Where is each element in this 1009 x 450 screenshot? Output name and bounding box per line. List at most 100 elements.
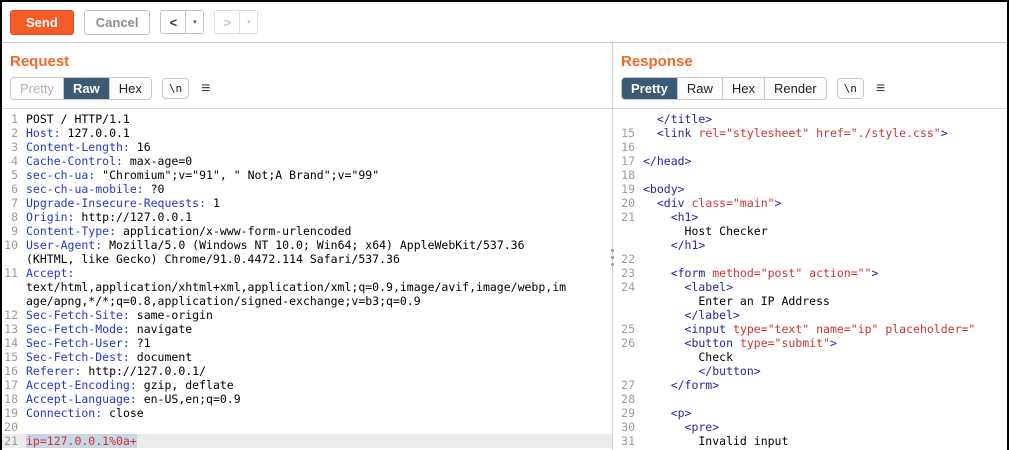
code-text: ip=127.0.0.1%0a+ — [26, 434, 137, 448]
tab-hex[interactable]: Hex — [721, 78, 764, 99]
line-number: 17 — [621, 154, 635, 168]
tab-pretty[interactable]: Pretty — [622, 78, 677, 99]
editor-line: age/apng,*/*;q=0.8,application/signed-ex… — [2, 294, 612, 308]
send-button[interactable]: Send — [10, 9, 74, 35]
line-number: 20 — [621, 196, 635, 210]
line-number: 27 — [621, 378, 635, 392]
response-editor-menu-button[interactable]: ≡ — [874, 79, 887, 97]
code-text: Origin: http://127.0.0.1 — [26, 210, 193, 224]
response-editor[interactable]: </title>15 <link rel="stylesheet" href="… — [613, 109, 1007, 448]
editor-line: 25 <input type="text" name="ip" placehol… — [613, 322, 1007, 336]
forward-button[interactable]: > — [215, 11, 240, 33]
line-number: 22 — [621, 252, 635, 266]
editor-line: (KHTML, like Gecko) Chrome/91.0.4472.114… — [2, 252, 612, 266]
editor-line: 16 — [613, 140, 1007, 154]
editor-line: 24 <label> — [613, 280, 1007, 294]
code-text: sec-ch-ua: "Chromium";v="91", " Not;A Br… — [26, 168, 380, 182]
code-text: <link rel="stylesheet" href="./style.css… — [643, 126, 948, 140]
line-number: 4 — [11, 154, 18, 168]
editor-line: 6 sec-ch-ua-mobile: ?0 — [2, 182, 612, 196]
line-number — [613, 308, 643, 322]
line-number — [2, 294, 26, 308]
code-text: Connection: close — [26, 406, 144, 420]
back-button[interactable]: < — [161, 11, 186, 33]
code-text: <button type="submit"> — [643, 336, 837, 350]
line-number — [613, 294, 643, 308]
line-number: 18 — [621, 168, 635, 182]
line-number: 20 — [4, 420, 18, 434]
code-text: sec-ch-ua-mobile: ?0 — [26, 182, 165, 196]
back-dropdown-button[interactable]: ▾ — [185, 11, 204, 33]
editor-line: Check — [613, 350, 1007, 364]
request-editor-menu-button[interactable]: ≡ — [199, 80, 212, 97]
line-number: 8 — [11, 210, 18, 224]
tab-render[interactable]: Render — [764, 78, 826, 99]
editor-line: 18 — [613, 168, 1007, 182]
line-number: 31 — [621, 434, 635, 448]
editor-line: Host Checker — [613, 224, 1007, 238]
line-number — [2, 280, 26, 294]
code-text: <div class="main"> — [643, 196, 782, 210]
tab-raw[interactable]: Raw — [676, 78, 722, 99]
editor-line: text/html,application/xhtml+xml,applicat… — [2, 280, 612, 294]
line-number: 12 — [4, 308, 18, 322]
tab-hex[interactable]: Hex — [108, 78, 151, 99]
editor-line: 26 <button type="submit"> — [613, 336, 1007, 350]
request-panel-title: Request — [10, 53, 70, 70]
hamburger-icon: ≡ — [875, 79, 886, 97]
editor-line: 29 <p> — [613, 406, 1007, 420]
editor-line: 19 Connection: close — [2, 406, 612, 420]
tab-raw[interactable]: Raw — [62, 78, 109, 99]
panel-splitter[interactable] — [609, 43, 616, 450]
cancel-button[interactable]: Cancel — [83, 9, 151, 35]
code-text: Invalid input — [643, 434, 789, 448]
toolbar: Send Cancel < ▾ > ▾ — [2, 2, 1007, 43]
code-text: </head> — [643, 154, 692, 168]
editor-line: </h1> — [613, 238, 1007, 252]
line-number: 11 — [4, 266, 18, 280]
forward-dropdown-button[interactable]: ▾ — [239, 11, 258, 33]
chevron-down-icon: ▾ — [247, 18, 251, 26]
editor-line: 18 Accept-Language: en-US,en;q=0.9 — [2, 392, 612, 406]
editor-line: 27 </form> — [613, 378, 1007, 392]
response-panel-title: Response — [621, 53, 693, 70]
line-number — [613, 238, 643, 252]
request-newline-toggle-button[interactable]: \n — [161, 78, 190, 99]
editor-line: 30 <pre> — [613, 420, 1007, 434]
code-text: Accept-Language: en-US,en;q=0.9 — [26, 392, 241, 406]
code-text: Host Checker — [643, 224, 768, 238]
code-text: Host: 127.0.0.1 — [26, 126, 130, 140]
line-number: 19 — [4, 406, 18, 420]
code-text: Sec-Fetch-Dest: document — [26, 350, 193, 364]
line-number: 18 — [4, 392, 18, 406]
editor-line: 20 <div class="main"> — [613, 196, 1007, 210]
editor-line: 20 — [2, 420, 612, 434]
editor-line: </label> — [613, 308, 1007, 322]
line-number: 6 — [11, 182, 18, 196]
line-number: 28 — [621, 392, 635, 406]
response-newline-toggle-button[interactable]: \n — [836, 78, 864, 99]
code-text: <input type="text" name="ip" placeholder… — [643, 322, 976, 336]
code-text: Enter an IP Address — [643, 294, 830, 308]
splitter-grip-icon — [609, 249, 616, 266]
line-number: 21 — [621, 210, 635, 224]
line-number: 24 — [621, 280, 635, 294]
editor-line: 22 — [613, 252, 1007, 266]
line-number: 26 — [621, 336, 635, 350]
editor-line: 11 Accept: — [2, 266, 612, 280]
code-text: Accept: — [26, 266, 75, 280]
